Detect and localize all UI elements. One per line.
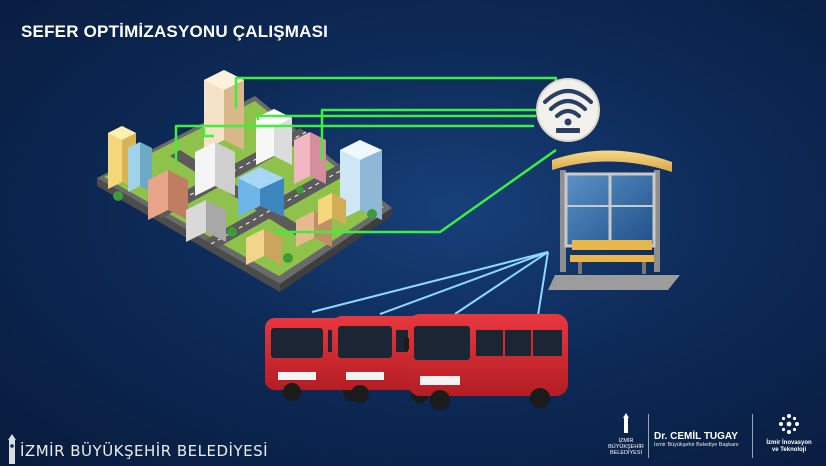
city-connections	[174, 76, 558, 234]
bus-icon	[265, 314, 568, 410]
mayor-name: Dr. CEMİL TUGAY	[654, 431, 738, 442]
mayor-signature: Dr. CEMİL TUGAY İzmir Büyükşehir Belediy…	[654, 431, 739, 448]
bus-stop-icon	[548, 150, 680, 290]
divider	[752, 414, 753, 458]
slide-title: SEFER OPTİMİZASYONU ÇALIŞMASI	[21, 22, 329, 41]
divider	[648, 414, 649, 458]
clock-tower-icon	[623, 413, 629, 433]
logo-org-line: BELEDİYESİ	[609, 450, 643, 456]
bus-connections	[311, 251, 549, 329]
footer-logos: İZMİR BÜYÜKŞEHİR BELEDİYESİ Dr. CEMİL TU…	[606, 406, 826, 466]
footer-org: İZMİR BÜYÜKŞEHİR BELEDİYESİ	[0, 432, 300, 466]
wifi-icon	[536, 78, 600, 142]
mayor-role: İzmir Büyükşehir Belediye Başkanı	[654, 442, 739, 448]
innovation-icon	[779, 414, 799, 434]
innovation-line1: İzmir İnovasyon	[766, 440, 812, 446]
logo-org-line: İZMİR	[618, 438, 634, 444]
innovation-line2: ve Teknoloji	[771, 447, 807, 453]
logo-org-line: BÜYÜKŞEHİR	[608, 444, 644, 450]
innovation-logo: İzmir İnovasyon ve Teknoloji	[754, 413, 824, 454]
municipality-logo: İZMİR BÜYÜKŞEHİR BELEDİYESİ	[606, 413, 646, 456]
city-icon	[97, 70, 392, 292]
org-name: İZMİR BÜYÜKŞEHİR BELEDİYESİ	[20, 442, 269, 460]
clock-tower-icon	[8, 434, 16, 464]
